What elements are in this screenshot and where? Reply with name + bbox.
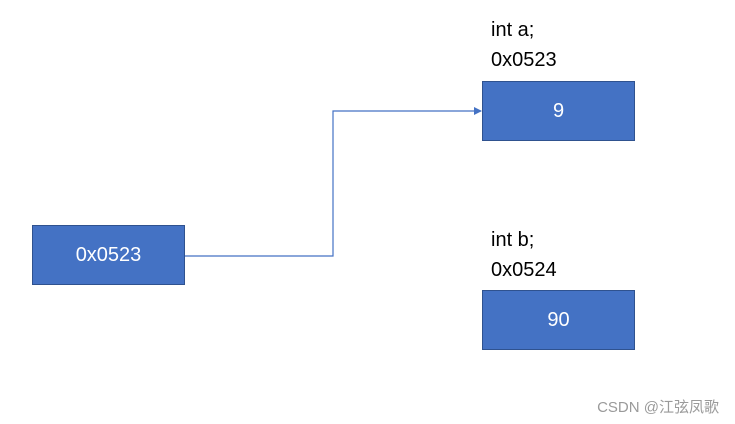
pointer-box-value: 0x0523 [75,243,142,266]
watermark: CSDN @江弦凤歌 [597,399,719,416]
var-b-label: int b; 0x0524 [491,225,557,285]
var-a-label: int a; 0x0523 [491,15,557,75]
var-b-box: 90 [482,290,635,350]
connector-arrow [185,107,482,257]
var-a-value: 9 [552,99,565,122]
pointer-box: 0x0523 [32,225,185,285]
var-b-declaration: int b; [491,229,535,251]
var-a-box: 9 [482,81,635,141]
var-a-address: 0x0523 [491,49,557,71]
var-a-declaration: int a; [491,19,535,41]
var-b-value: 90 [547,308,570,331]
var-b-address: 0x0524 [491,259,557,281]
